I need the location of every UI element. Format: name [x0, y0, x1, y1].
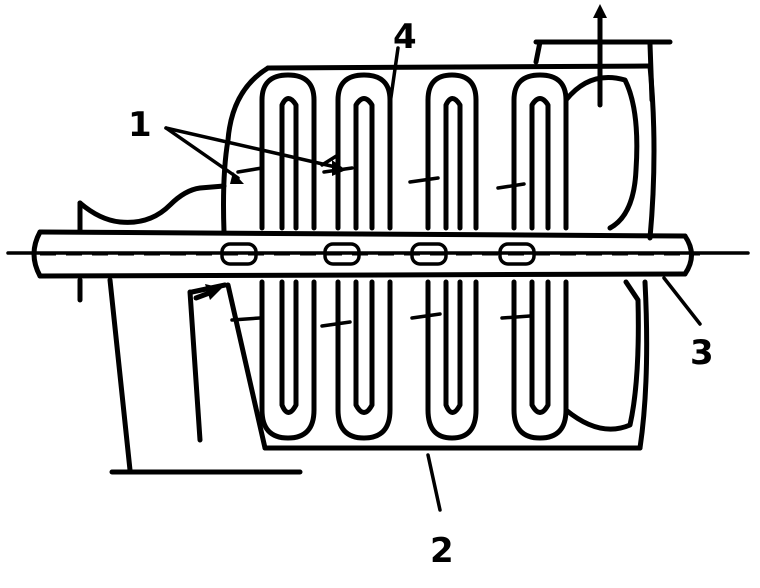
- arrow-up-icon: [593, 4, 607, 108]
- leader-lines: [164, 46, 702, 512]
- arrow-right-icon: [193, 284, 222, 301]
- callout-1: 1: [128, 105, 152, 145]
- lower-stages: [230, 279, 641, 441]
- upper-stages: [236, 72, 640, 231]
- pump-casing: [221, 63, 657, 451]
- callout-2: 2: [430, 531, 454, 571]
- shaft-keys: [220, 242, 536, 266]
- callout-4: 4: [393, 17, 417, 57]
- discharge-outlet: [533, 39, 673, 103]
- shaft: [6, 229, 750, 279]
- callout-3: 3: [690, 333, 714, 373]
